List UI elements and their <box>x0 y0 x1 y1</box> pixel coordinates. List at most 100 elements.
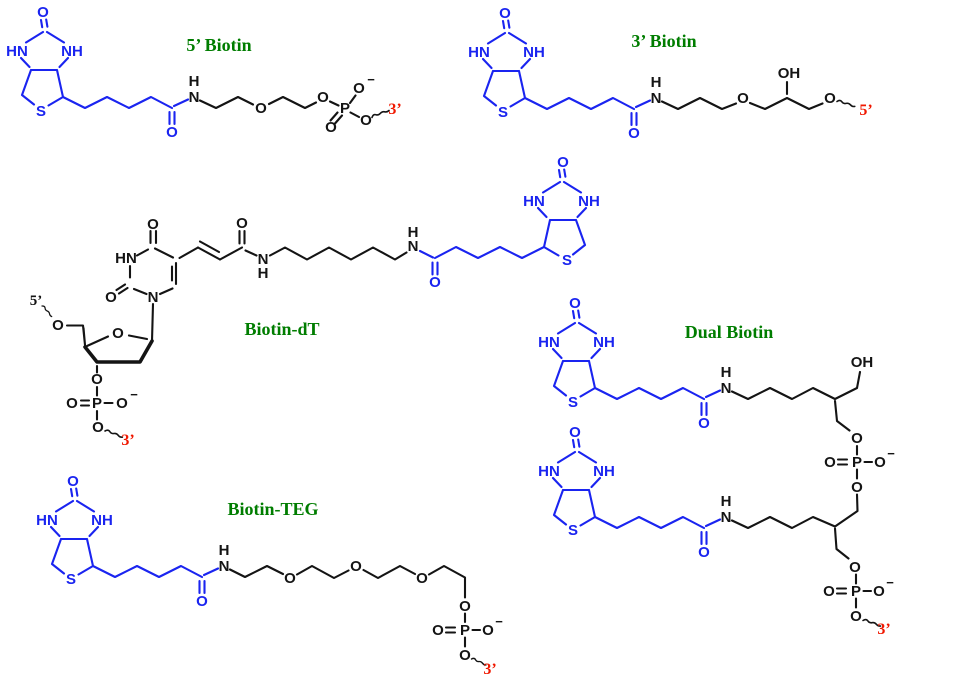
structure-title: 5’ Biotin <box>186 35 251 55</box>
sugar-wedge-bonds <box>83 339 154 364</box>
atom-hn: HN <box>523 193 545 210</box>
atom-o-c2: O <box>105 289 117 306</box>
atom-o-anionic: O <box>353 80 365 97</box>
atom-o-double: O <box>66 395 78 412</box>
atom-o-double: O <box>432 622 444 639</box>
atom-o-anionic: O <box>116 395 128 412</box>
atom-o-bridge: O <box>851 479 863 496</box>
wavy-bond <box>862 618 882 627</box>
atom-p: P <box>92 395 102 412</box>
atom-n: N <box>721 509 732 526</box>
biotin-ring-bonds <box>19 18 190 126</box>
atom-n: N <box>258 251 269 268</box>
atom-o-amide: O <box>628 125 640 142</box>
atom-o-bridge: O <box>851 430 863 447</box>
atom-n1: N <box>148 289 159 306</box>
end-label-3prime: 3’ <box>388 101 401 118</box>
wavy-bond-3prime <box>104 429 124 438</box>
superscript-minus: − <box>367 72 375 87</box>
atom-nh: NH <box>593 334 615 351</box>
atom-h: H <box>721 364 732 381</box>
biotin-ring-bonds-top <box>551 309 722 417</box>
atom-o-bridge: O <box>849 559 861 576</box>
superscript-minus: − <box>130 387 138 402</box>
atom-h: H <box>258 265 269 282</box>
atom-o-ureido: O <box>37 4 49 21</box>
wavy-bond-5prime <box>41 305 53 318</box>
end-label-3prime: 3’ <box>483 661 496 678</box>
atom-o-bridge: O <box>824 90 836 107</box>
wavy-bond <box>836 99 856 108</box>
atom-hn: HN <box>468 44 490 61</box>
atom-h: H <box>651 74 662 91</box>
structure-dual-biotin: O HN NH S O H N OH O O P O − O O HN NH S… <box>538 295 895 638</box>
atom-hn: HN <box>36 512 58 529</box>
atom-h: H <box>189 73 200 90</box>
atom-o-bridge: O <box>459 647 471 664</box>
biotin-ring-bonds <box>49 487 220 595</box>
thymine-linker-sugar-bonds <box>65 229 408 421</box>
structure-title: 3’ Biotin <box>631 31 696 51</box>
structure-5-biotin: O HN NH S O H N O O P O − O O 3’ 5’ Biot… <box>6 4 402 141</box>
atom-o-c4: O <box>147 216 159 233</box>
atom-o-amide: O <box>166 124 178 141</box>
biotin-ring-bonds-bottom <box>551 438 722 546</box>
atom-n: N <box>721 380 732 397</box>
atom-n: N <box>219 558 230 575</box>
atom-p: P <box>851 583 861 600</box>
atom-s: S <box>562 252 572 269</box>
atom-o-amide: O <box>196 593 208 610</box>
atom-n: N <box>408 238 419 255</box>
atom-h: H <box>219 542 230 559</box>
atom-o-bridge: O <box>360 112 372 129</box>
atom-p: P <box>340 100 350 117</box>
atom-n: N <box>651 90 662 107</box>
atom-o-5prime: O <box>52 317 64 334</box>
atom-n: N <box>189 89 200 106</box>
atom-h: H <box>721 493 732 510</box>
atom-o-ureido: O <box>569 424 581 441</box>
atom-o-anionic: O <box>482 622 494 639</box>
atom-o-double: O <box>824 454 836 471</box>
atom-o-double: O <box>823 583 835 600</box>
atom-o-ester: O <box>459 598 471 615</box>
end-label-3prime: 3’ <box>877 621 890 638</box>
atom-hn: HN <box>6 43 28 60</box>
end-label-5prime: 5’ <box>859 102 872 119</box>
atom-o-ureido: O <box>569 295 581 312</box>
atom-o-ether: O <box>255 100 267 117</box>
superscript-minus: − <box>887 446 895 461</box>
structure-biotin-teg: O HN NH S O H N O O O O O P O − O 3’ Bio… <box>36 473 503 678</box>
atom-o-ureido: O <box>557 154 569 171</box>
atom-oh: OH <box>851 354 874 371</box>
atom-h: H <box>408 224 419 241</box>
linker-bonds <box>730 370 874 609</box>
atom-o-ether: O <box>737 90 749 107</box>
atom-nh: NH <box>593 463 615 480</box>
atom-o-ureido: O <box>67 473 79 490</box>
atom-o-amide: O <box>698 544 710 561</box>
atom-p: P <box>460 622 470 639</box>
atom-o-bridge: O <box>92 419 104 436</box>
atom-o-3prime: O <box>91 371 103 388</box>
atom-o-ether: O <box>350 558 362 575</box>
atom-o-amide-biotin: O <box>429 274 441 291</box>
atom-nh: NH <box>578 193 600 210</box>
structure-title: Biotin-dT <box>244 319 319 339</box>
atom-o-ureido: O <box>499 5 511 22</box>
atom-s: S <box>498 104 508 121</box>
structure-biotin-dt: O HN O N O N H N H O HN NH S O 5’ O O O … <box>30 154 600 449</box>
atom-nh: NH <box>61 43 83 60</box>
atom-o-ester: O <box>317 89 329 106</box>
superscript-minus: − <box>495 614 503 629</box>
linker-bonds <box>228 564 482 648</box>
atom-s: S <box>36 103 46 120</box>
structure-title: Biotin-TEG <box>227 499 318 519</box>
wavy-bond <box>470 657 487 666</box>
atom-s: S <box>66 571 76 588</box>
atom-hn: HN <box>538 463 560 480</box>
atom-hn: HN <box>115 250 137 267</box>
end-label-5prime: 5’ <box>30 293 43 309</box>
